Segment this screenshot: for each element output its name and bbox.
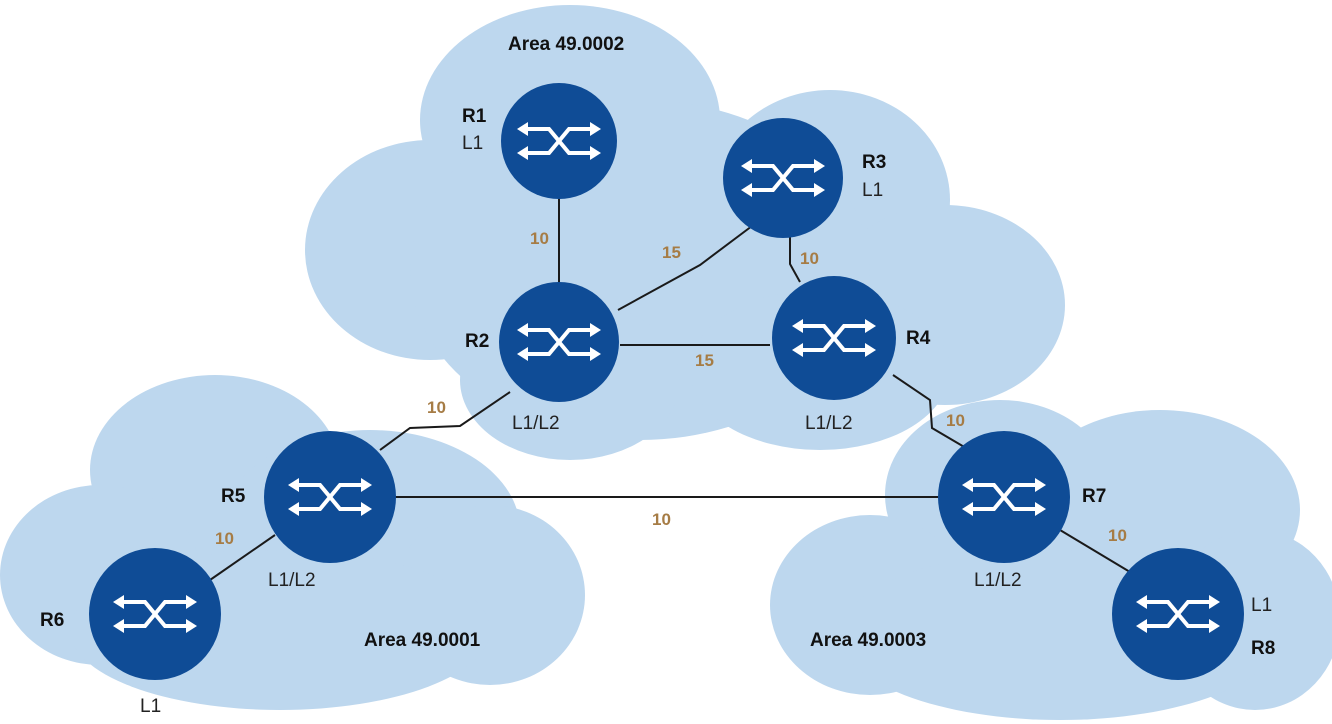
router-r1[interactable] (501, 83, 617, 199)
router-r8-name: R8 (1251, 638, 1275, 659)
link-r5-r6 (209, 534, 276, 581)
router-r8-level: L1 (1251, 595, 1272, 616)
router-r6[interactable] (89, 548, 221, 680)
area-label-49-0002: Area 49.0002 (508, 34, 624, 55)
router-r4-level: L1/L2 (805, 413, 853, 434)
metric-r4-r7: 10 (946, 411, 965, 430)
router-r2-name: R2 (465, 331, 489, 352)
link-r3-r4 (789, 236, 801, 283)
router-r7-name: R7 (1082, 486, 1106, 507)
router-r8[interactable] (1112, 548, 1244, 680)
metric-r5-r7: 10 (652, 510, 671, 529)
cloud-area-49-0003 (770, 400, 1332, 720)
router-r4-name: R4 (906, 328, 931, 349)
area-label-49-0003: Area 49.0003 (810, 630, 926, 651)
router-r5-level: L1/L2 (268, 570, 316, 591)
router-r1-level: L1 (462, 133, 483, 154)
router-r7[interactable] (938, 431, 1070, 563)
link-r7-r8 (1059, 529, 1136, 576)
link-r2-r5 (379, 391, 511, 451)
router-r2[interactable] (499, 282, 619, 402)
link-r4-r7 (892, 374, 967, 449)
link-r2-r3 (617, 219, 761, 311)
metric-r2-r3: 15 (662, 243, 681, 262)
router-r3-level: L1 (862, 180, 883, 201)
router-r3-name: R3 (862, 152, 886, 173)
metric-r2-r4: 15 (695, 351, 714, 370)
metric-r7-r8: 10 (1108, 526, 1127, 545)
router-r2-level: L1/L2 (512, 413, 560, 434)
router-r6-name: R6 (40, 610, 64, 631)
router-r1-name: R1 (462, 106, 487, 127)
metric-r3-r4: 10 (800, 249, 819, 268)
router-r5[interactable] (264, 431, 396, 563)
router-r7-level: L1/L2 (974, 570, 1022, 591)
metric-r2-r5: 10 (427, 398, 446, 417)
cloud-area-49-0002 (305, 5, 1065, 460)
router-r6-level: L1 (140, 696, 161, 717)
router-r4[interactable] (772, 276, 896, 400)
router-r5-name: R5 (221, 486, 246, 507)
area-label-49-0001: Area 49.0001 (364, 630, 481, 651)
metric-r1-r2: 10 (530, 229, 549, 248)
router-r3[interactable] (723, 118, 843, 238)
metric-r5-r6: 10 (215, 529, 234, 548)
